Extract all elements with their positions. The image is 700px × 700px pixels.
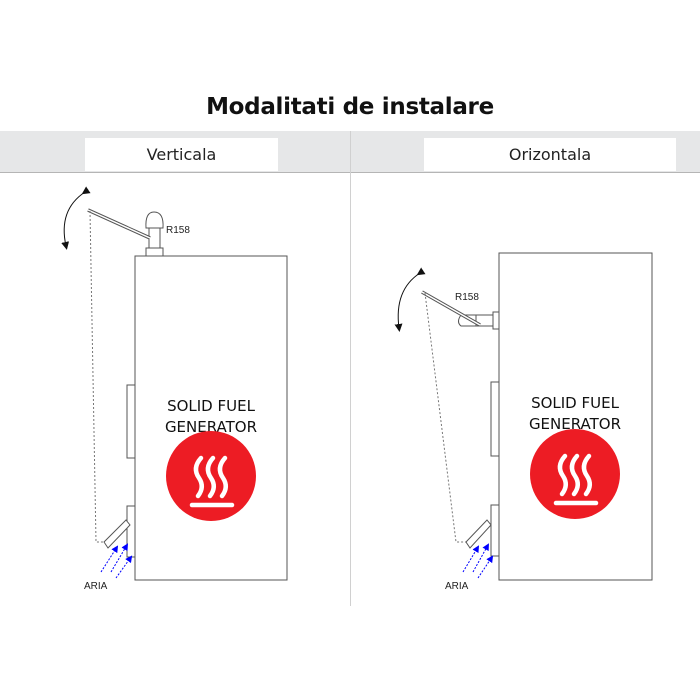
boiler-label-line1: SOLID FUEL [167,397,256,415]
boiler-side-door [126,384,135,459]
boiler-air-door [126,505,135,558]
section-label-horizontal-text: Orizontala [508,145,592,164]
boiler-body [134,255,288,581]
boiler-body [498,252,653,581]
rotation-arrow-icon [61,186,91,250]
air-flap [103,519,131,549]
boiler-side-door [490,381,499,457]
valve-label: R158 [166,225,190,236]
boiler-label-line1: SOLID FUEL [531,394,620,412]
boiler-label-line2: GENERATOR [165,418,257,436]
section-label-vertical-text: Verticala [146,145,217,164]
section-divider [350,131,351,606]
section-label-horizontal: Orizontala [424,138,676,171]
vertical-installation: R158 ARIA SOLID FUEL GENERATOR [61,186,288,592]
air-arrows-icon [100,543,133,579]
regulator-valve [421,290,500,330]
page-title: Modalitati de instalare [206,94,494,120]
air-flap [465,519,492,549]
chain-line [424,292,466,543]
chain-line [89,210,104,543]
air-label: ARIA [84,581,108,592]
air-label: ARIA [445,581,469,592]
boiler-air-door [490,504,499,557]
regulator-valve [87,208,164,257]
heat-waves-icon [530,429,620,519]
heat-waves-icon [166,431,256,521]
boiler-label-line2: GENERATOR [529,415,621,433]
air-arrows-icon [462,543,494,579]
rotation-arrow-icon [394,267,426,332]
valve-label: R158 [455,292,479,303]
section-label-vertical: Verticala [85,138,278,171]
horizontal-installation: R158 ARIA SOLID FUEL GENERATOR [394,252,653,592]
